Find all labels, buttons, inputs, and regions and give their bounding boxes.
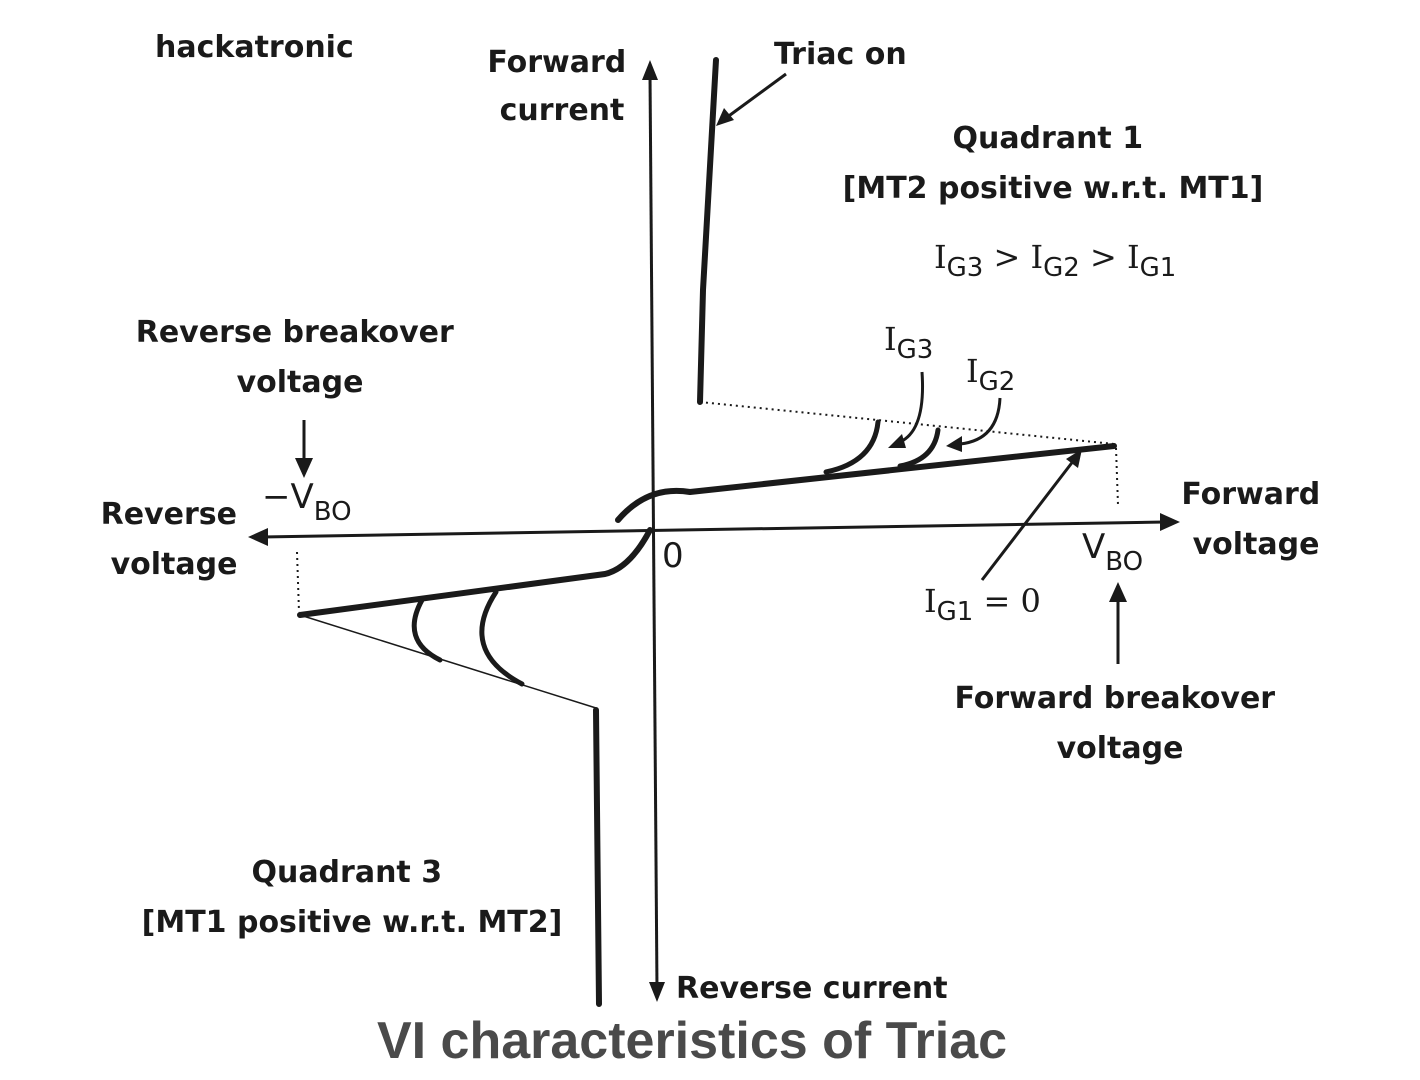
quadrant3-label: Quadrant 3 [MT1 positive w.r.t. MT2] (142, 855, 563, 940)
ig3-label: IG3 (884, 320, 933, 365)
forward-current-label: Forward current (487, 45, 636, 128)
reverse-gate-curve-inner (411, 597, 443, 663)
reverse-characteristic-curve (297, 527, 653, 618)
ig1-arrow (980, 459, 1076, 581)
triac-on-line (697, 57, 719, 405)
triac-on-arrow (725, 72, 787, 120)
ig3-arrow (899, 371, 924, 444)
ig1-zero-label: IG1 = 0 (924, 582, 1041, 627)
forward-characteristic-curve (615, 443, 1117, 523)
reverse-current-label: Reverse current (676, 971, 948, 1006)
reverse-triac-on-line (593, 707, 602, 1007)
reverse-current-arrowhead (649, 982, 665, 1002)
ig3-gate-curve (823, 419, 881, 475)
origin-label: 0 (662, 536, 684, 576)
reverse-voltage-arrowhead (248, 528, 268, 546)
reverse-gate-curve-outer (479, 589, 525, 687)
vbo-dotted-drop (1115, 447, 1119, 506)
ig2-label: IG2 (966, 352, 1015, 397)
watermark: hackatronic (155, 30, 354, 65)
ig2-arrow (959, 397, 1002, 446)
forward-current-arrowhead (642, 60, 658, 80)
forward-breakover-label: Forward breakover voltage (954, 681, 1285, 766)
quadrant1-label: Quadrant 1 [MT2 positive w.r.t. MT1] (843, 121, 1264, 206)
neg-vbo-label: −VBO (262, 477, 352, 527)
horizontal-axis (248, 513, 1180, 546)
annotation-arrows (295, 72, 1127, 664)
triac-on-label: Triac on (774, 37, 907, 72)
diagram-title: VI characteristics of Triac (377, 1012, 1007, 1070)
gate-current-relation: IG3 > IG2 > IG1 (934, 238, 1176, 283)
reverse-voltage-label: Reverse voltage (101, 497, 248, 582)
forward-voltage-arrowhead (1160, 513, 1180, 531)
vbo-label: VBO (1082, 527, 1143, 577)
reverse-switching-line (299, 614, 597, 709)
reverse-breakover-label: Reverse breakover voltage (136, 315, 465, 400)
neg-vbo-dotted-drop (296, 551, 300, 613)
vertical-axis (642, 60, 665, 1002)
forward-voltage-label: Forward voltage (1181, 477, 1330, 562)
ig2-gate-curve (897, 427, 941, 469)
